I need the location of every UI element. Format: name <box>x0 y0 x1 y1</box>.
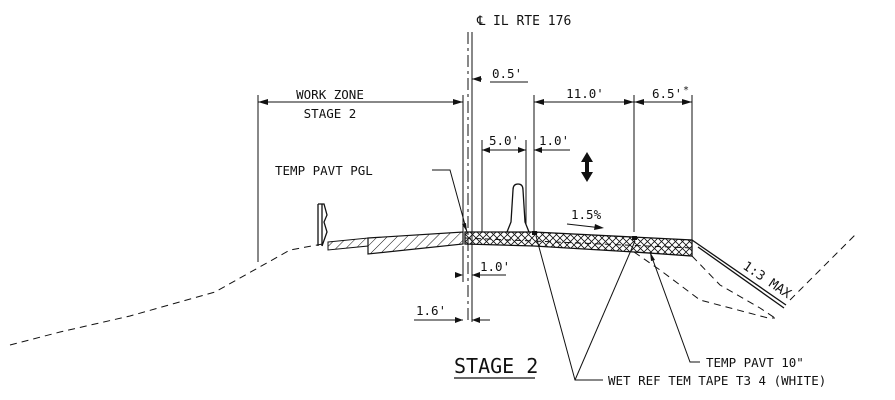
arrowhead <box>682 99 692 105</box>
tape-marker-1 <box>532 231 537 235</box>
dim-11-0-label: 11.0' <box>566 86 604 101</box>
arrowhead <box>455 317 463 323</box>
arrowhead <box>634 99 644 105</box>
side-slope-line <box>691 239 787 306</box>
traffic-direction-icon <box>581 152 593 182</box>
arrowhead <box>624 99 634 105</box>
temp-pavement-joint <box>464 237 693 249</box>
arrowhead <box>472 76 481 82</box>
arrowhead <box>258 99 268 105</box>
dim-1-6-label: 1.6' <box>416 303 446 318</box>
tape-leader-2 <box>574 240 636 381</box>
centerline-symbol: ℄ <box>476 14 486 29</box>
arrowhead <box>594 224 604 230</box>
centerline-label: IL RTE 176 <box>493 14 571 29</box>
arrowhead <box>650 252 655 261</box>
existing-pavement-left <box>367 231 464 255</box>
dim-6-5-mark: * <box>683 85 689 96</box>
temporary-barrier <box>506 183 530 233</box>
dim-0-5-label: 0.5' <box>492 66 522 81</box>
arrowhead <box>534 147 542 153</box>
dim-5-0-label: 5.0' <box>489 133 519 148</box>
existing-shoulder <box>327 237 369 251</box>
existing-ground-right <box>691 255 776 319</box>
existing-ground-far-right <box>789 234 856 301</box>
dim-6-5-label: 6.5' <box>652 86 682 101</box>
work-zone-label: WORK ZONE <box>296 87 364 102</box>
temp-pavt-10-callout: TEMP PAVT 10" <box>706 355 804 370</box>
arrowhead <box>462 223 467 232</box>
tape-callout: WET REF TEM TAPE T3 4 (WHITE) <box>608 373 826 388</box>
temp-pavt-pgl-callout: TEMP PAVT PGL <box>275 163 373 178</box>
arrowhead <box>518 147 526 153</box>
arrowhead <box>482 147 490 153</box>
dim-1-0-top-label: 1.0' <box>539 133 569 148</box>
cross-slope-label: 1.5% <box>571 207 602 222</box>
tape-leader-1 <box>535 235 603 381</box>
dim-1-0-bottom-label: 1.0' <box>480 259 510 274</box>
temp-pavt-pgl-leader <box>432 169 468 233</box>
arrowhead <box>472 272 480 278</box>
drawing-title: STAGE 2 <box>454 354 538 378</box>
temp-pavement <box>464 231 693 257</box>
arrowhead <box>534 99 544 105</box>
existing-ground-left <box>9 242 329 346</box>
arrowhead <box>455 272 463 278</box>
work-zone-stage-label: STAGE 2 <box>304 106 357 121</box>
side-slope-line-inner <box>697 246 785 309</box>
arrowhead <box>472 317 480 323</box>
arrowhead <box>453 99 463 105</box>
temp-pavt-10-leader <box>649 251 700 363</box>
guardrail-post <box>317 203 328 247</box>
tape-marker-2 <box>632 236 637 240</box>
